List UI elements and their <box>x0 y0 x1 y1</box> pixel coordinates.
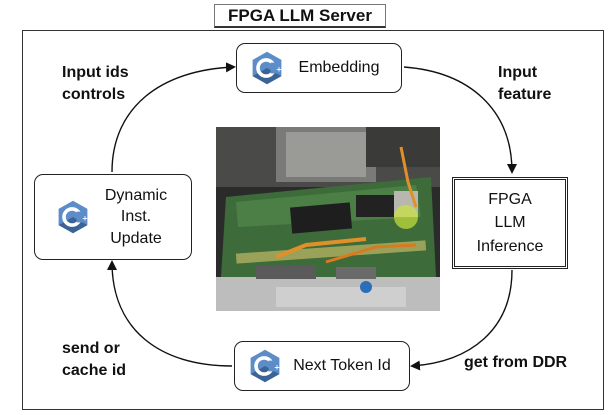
send-or-cache-line-1: send or <box>62 340 120 357</box>
arrow-next-token-to-dynamic <box>107 260 233 367</box>
cpp-logo-icon: + <box>58 200 88 234</box>
fpga-line-3: Inference <box>476 237 544 255</box>
embedding-node: + Embedding <box>236 43 402 93</box>
diagram-frame <box>22 30 604 410</box>
next-token-node: + Next Token Id <box>234 341 410 391</box>
cpp-logo-icon: + <box>252 51 282 85</box>
fpga-inference-node: FPGA LLM Inference <box>452 177 568 269</box>
next-token-label: Next Token Id <box>293 357 391 375</box>
edge-label-send-or-cache: send or cache id <box>62 338 172 381</box>
cpp-logo-icon: + <box>250 349 280 383</box>
arrow-embedding-to-fpga <box>403 66 517 174</box>
fpga-line-2: LLM <box>494 214 526 232</box>
edge-label-get-from-ddr: get from DDR <box>464 352 594 374</box>
input-feature-line-1: Input <box>498 64 538 81</box>
get-from-ddr-line-1: get from DDR <box>464 354 568 371</box>
input-ids-line-1: Input ids <box>62 64 129 81</box>
dynamic-update-node: + Dynamic Inst. Update <box>34 174 192 260</box>
arrow-fpga-to-next-token <box>410 269 513 371</box>
input-ids-line-2: controls <box>62 85 126 103</box>
diagram-title: FPGA LLM Server <box>214 4 386 28</box>
input-feature-line-2: feature <box>498 85 552 103</box>
embedding-label: Embedding <box>298 59 380 77</box>
edge-label-input-feature: Input feature <box>498 62 598 105</box>
arrow-dynamic-to-embedding <box>111 62 236 173</box>
svg-text:+: + <box>274 363 280 372</box>
dynamic-line-1: Dynamic <box>104 186 168 204</box>
send-or-cache-line-2: cache id <box>62 361 127 379</box>
svg-text:+: + <box>276 65 282 74</box>
dynamic-line-3: Update <box>110 229 162 247</box>
svg-text:+: + <box>82 214 88 223</box>
fpga-board-photo <box>216 127 440 311</box>
dynamic-line-2: Inst. <box>120 208 152 226</box>
edge-label-input-ids: Input ids controls <box>62 62 182 105</box>
fpga-line-1: FPGA <box>488 191 532 209</box>
